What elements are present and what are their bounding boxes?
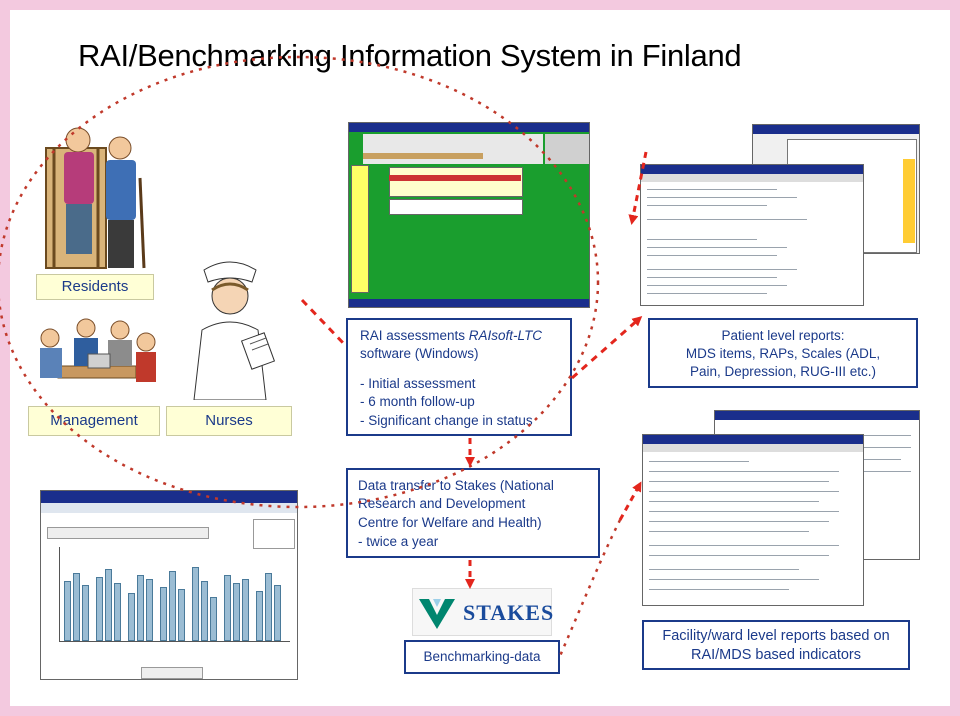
raisoft-ltc-screenshot [348, 122, 590, 308]
stakes-logo-text: STAKES [463, 600, 555, 625]
arrow-to-rap-report [628, 151, 648, 225]
data-transfer-box [346, 468, 600, 558]
slide-title: RAI/Benchmarking Information System in F… [78, 38, 742, 73]
residents-label: Residents [36, 274, 154, 300]
management-meeting-illustration [28, 314, 160, 398]
rai-item-initial: - Initial assessment [360, 376, 476, 391]
management-label: Management [28, 406, 160, 436]
facility-report-screenshot-front [642, 434, 864, 606]
arrow-to-facility [618, 481, 642, 521]
care-cycle-dotted-circle [0, 55, 600, 509]
stakes-logo: STAKES [412, 588, 555, 636]
patient-line-2: MDS items, RAPs, Scales (ADL, [685, 346, 881, 361]
elderly-residents-illustration [40, 118, 150, 276]
transfer-line-1: Data transfer to Stakes (National [358, 478, 554, 493]
stakes-logo-icon [417, 593, 457, 633]
benchmarking-data-label: Benchmarking-data [423, 649, 541, 664]
rai-item-change: - Significant change in status [360, 413, 533, 428]
facility-ward-reports-box [642, 620, 910, 670]
benchmarking-data-box [404, 640, 560, 674]
connector-stakes-to-facility [558, 519, 622, 657]
arrow-rai-to-reports [571, 316, 643, 380]
patient-line-1: Patient level reports: [721, 328, 845, 343]
transfer-line-4: - twice a year [358, 534, 439, 549]
facility-line-2: RAI/MDS based indicators [690, 647, 862, 663]
nurse-illustration [170, 252, 290, 401]
nurses-label: Nurses [166, 406, 292, 436]
patient-level-reports-box [648, 318, 918, 388]
transfer-line-2: Research and Development [358, 496, 526, 511]
patient-line-3: Pain, Depression, RUG-III etc.) [689, 364, 877, 379]
transfer-line-3: Centre for Welfare and Health) [358, 515, 542, 530]
cps-scale-screenshot [640, 164, 864, 306]
rai-item-followup: - 6 month follow-up [360, 394, 475, 409]
rai-software-line: RAI assessments RAIsoft-LTC [360, 328, 543, 343]
benchmarking-explorer-screenshot [40, 490, 298, 680]
arrow-nurse-to-rai [300, 298, 348, 348]
facility-line-1: Facility/ward level reports based on [662, 628, 890, 644]
rai-assessments-box [346, 318, 572, 436]
rai-software-line-2: software (Windows) [360, 346, 479, 361]
